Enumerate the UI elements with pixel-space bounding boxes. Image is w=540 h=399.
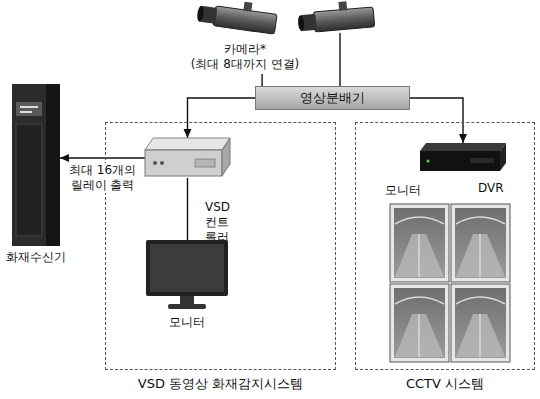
receiver-part [46, 84, 60, 246]
camera-lens-glass [297, 15, 304, 31]
camera-unit: 카메라*(최대 8대까지 연결) [188, 0, 302, 74]
video-distributor: 영상분배기 [255, 86, 410, 110]
dvr-part [427, 160, 430, 163]
camera-mount [338, 1, 347, 11]
grid-part [395, 314, 444, 357]
node-label: 모니터 [385, 183, 421, 198]
grid-part [395, 234, 444, 277]
grid-part [390, 284, 449, 362]
controller-part [145, 150, 222, 176]
grid-part [480, 234, 481, 277]
node-label: DVR [478, 181, 504, 196]
grid-part [451, 204, 510, 282]
grid-part [419, 314, 420, 357]
receiver-part [12, 84, 60, 246]
label-group: CCTV 시스템 [356, 376, 534, 392]
dvr-part [420, 143, 506, 151]
label-group: VSD 동영상 화재감지시스템 [106, 376, 335, 392]
grid-part [456, 297, 505, 304]
label-group: DVR [478, 181, 504, 196]
monitor: 모니터 [142, 240, 232, 310]
camera-part [243, 2, 252, 12]
label-patch: 최대 16개의 릴레이 출력 [62, 163, 144, 193]
vsd-controller: VSD 컨트롤러 [145, 138, 230, 178]
dvr-art [420, 143, 506, 171]
node-label: (최대 8대까지 연결) [188, 57, 302, 72]
grid-part [456, 234, 505, 277]
grid-art [388, 202, 512, 364]
grid-part [419, 234, 420, 277]
receiver-part [16, 102, 42, 116]
grid-part [455, 288, 506, 358]
monitor-part [146, 240, 228, 296]
monitor-part [168, 304, 206, 309]
receiver-part [20, 106, 38, 108]
receiver-part [16, 124, 42, 236]
grid-part [451, 284, 510, 362]
connector [188, 98, 256, 138]
controller-part [222, 138, 230, 176]
grid-part [456, 314, 505, 357]
node-label: CCTV 시스템 [356, 376, 534, 392]
dvr-part [470, 158, 494, 163]
controller-part [145, 138, 230, 150]
grid-part [480, 314, 481, 357]
grid-part [395, 217, 444, 224]
connector [410, 98, 463, 143]
monitor-wall: 모니터 [388, 202, 512, 364]
camera-housing [313, 7, 375, 32]
camera-body [297, 0, 375, 33]
label-group: 화재수신기 [6, 250, 66, 265]
grid-part [390, 204, 449, 282]
controller-art [145, 138, 230, 178]
node-label: 모니터 [142, 315, 232, 330]
grid-part [394, 208, 445, 278]
camera-part [196, 0, 278, 34]
node-label: VSD 컨트롤러 [205, 200, 230, 245]
monitor-part [180, 296, 194, 304]
grid-part [456, 217, 505, 224]
connector [187, 178, 188, 240]
node-label: 화재수신기 [6, 250, 66, 265]
node-label: VSD 동영상 화재감지시스템 [106, 376, 335, 392]
label-group: 모니터 [385, 183, 421, 198]
camera-part [196, 5, 204, 22]
dvr-part [500, 143, 506, 171]
controller-part [195, 159, 215, 167]
label-group: 영상분배기 [256, 87, 409, 109]
monitor-art [142, 240, 232, 310]
connector [60, 157, 145, 158]
label-group: 카메라*(최대 8대까지 연결) [188, 42, 302, 72]
dvr-part [420, 151, 500, 171]
label-group: VSD 컨트롤러 [205, 200, 230, 245]
controller-part [160, 161, 164, 165]
node-label: 카메라* [188, 42, 302, 57]
edge-label: 최대 16개의 릴레이 출력 [62, 163, 144, 193]
controller-part [153, 161, 157, 165]
camera-illustration [296, 0, 380, 90]
node-label: 영상분배기 [300, 90, 365, 106]
system-region: CCTV 시스템DVR모니터 [355, 122, 535, 370]
connector [261, 74, 262, 86]
grid-part [395, 297, 444, 304]
system-region: VSD 동영상 화재감지시스템VSD 컨트롤러모니터 [105, 122, 336, 370]
receiver-art [12, 84, 60, 246]
label-group: 모니터 [142, 315, 232, 330]
monitor-part [150, 244, 224, 292]
receiver-part [20, 111, 32, 113]
fire-receiver: 화재수신기 [12, 84, 60, 246]
dvr-unit: DVR [420, 143, 506, 171]
grid-part [394, 288, 445, 358]
camera-wire [339, 33, 340, 86]
grid-part [455, 208, 506, 278]
